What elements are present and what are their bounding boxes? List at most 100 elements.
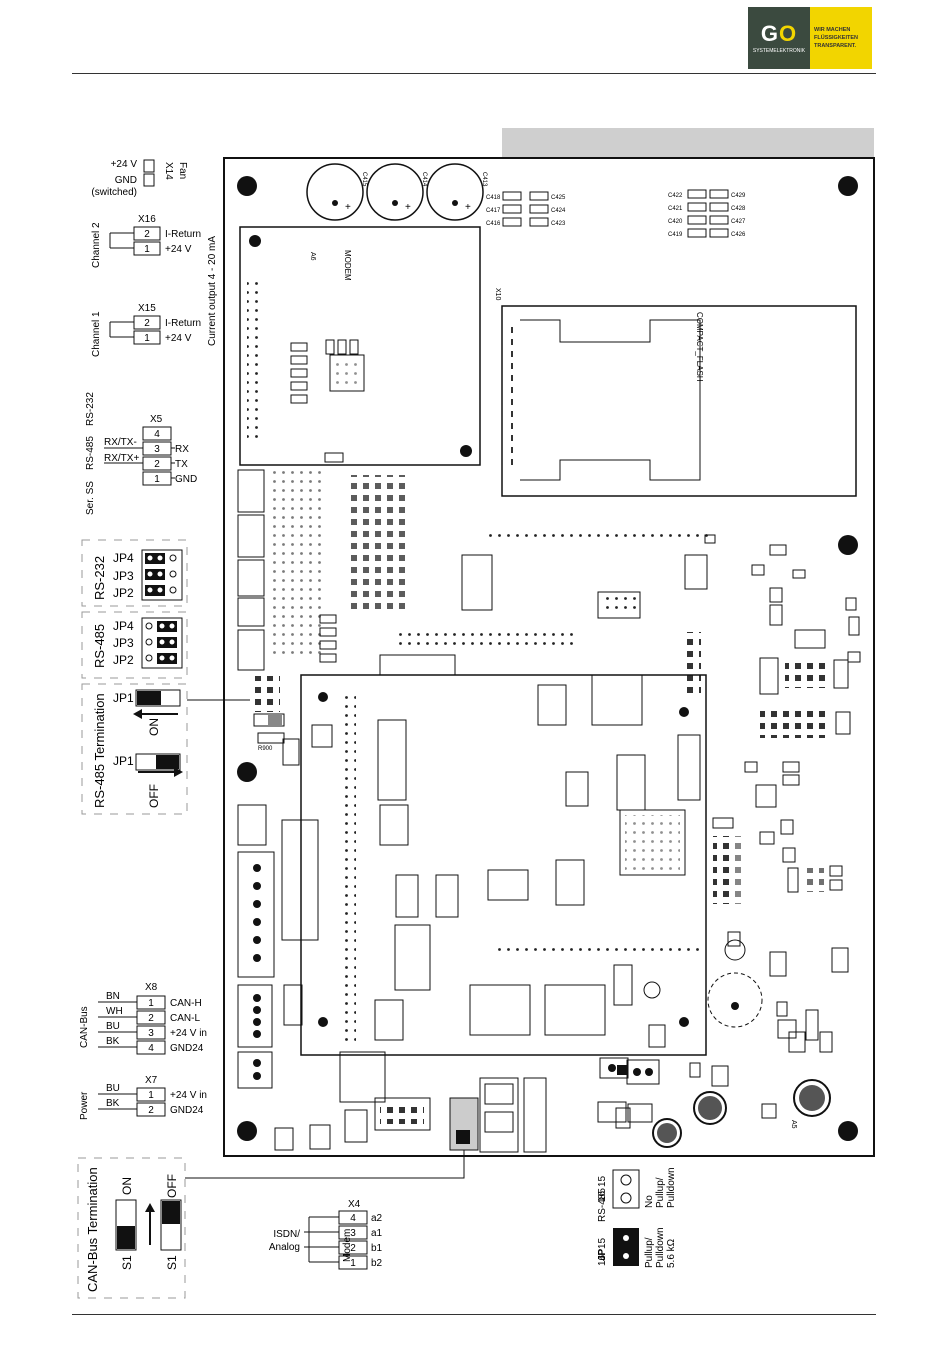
x8-pin2: 2 <box>148 1013 154 1024</box>
rs485-title: RS-485 <box>92 624 107 668</box>
center-pad-cluster <box>319 475 710 696</box>
x8-wire-bu: BU <box>106 1021 120 1032</box>
jp2-label-485: JP2 <box>113 653 134 667</box>
fan-plus24: +24 V <box>111 159 138 170</box>
jp2-label-232: JP2 <box>113 586 134 600</box>
x8-canl: CAN-L <box>170 1013 200 1024</box>
capacitor-c414: + <box>366 163 424 221</box>
x4-a2: a2 <box>371 1213 383 1224</box>
channel-1-label: Channel 1 <box>91 311 102 357</box>
jumper-rs232-legend: RS-232 JP4 JP3 JP2 <box>81 539 188 607</box>
logo-mark: GO SYSTEMELEKTRONIK <box>748 7 810 69</box>
rs232-side-label: RS-232 <box>85 392 96 426</box>
x4-b2: b2 <box>371 1258 383 1269</box>
cap-c423: C423 <box>551 221 566 227</box>
jp15-rs485-label: RS-485 <box>597 1188 608 1222</box>
jp15-pin15-bottom: 15 <box>597 1237 608 1249</box>
pcb-outline <box>223 157 875 1157</box>
x7-label: X7 <box>145 1075 158 1086</box>
x7-24vin: +24 V in <box>170 1090 207 1101</box>
cap-c421: C421 <box>668 206 683 212</box>
fan-label: Fan <box>177 162 188 179</box>
rs232-title: RS-232 <box>92 556 107 600</box>
mounting-hole <box>237 1121 257 1141</box>
term-off-label: OFF <box>147 784 161 808</box>
x8-wire-wh: WH <box>106 1006 123 1017</box>
x16-label: X16 <box>138 214 156 225</box>
x8-gnd24: GND24 <box>170 1043 204 1054</box>
x5-pin2: 2 <box>154 459 160 470</box>
fan-x14: X14 <box>163 162 174 180</box>
x8-wire-bn: BN <box>106 991 120 1002</box>
rs485-term-title: RS-485 Termination <box>92 693 107 808</box>
canbus-termination-legend: CAN-Bus Termination ON OFF S1 S1 <box>77 1150 465 1299</box>
modem-x4-legend: X4 4 3 2 1 a2 a1 b1 b2 ISDN/ Analog Mode… <box>269 1199 383 1270</box>
can-term-s1-off: S1 <box>165 1255 179 1270</box>
svg-text:+: + <box>405 202 411 213</box>
x5-pin1: 1 <box>154 474 160 485</box>
pull-2: Pulldown <box>655 1227 666 1268</box>
x15-sig-ireturn: I-Return <box>165 318 201 329</box>
x15-label: X15 <box>138 303 156 314</box>
cap-c427: C427 <box>731 219 746 225</box>
x5-gnd: GND <box>175 474 197 485</box>
x8-label: X8 <box>145 982 158 993</box>
cap-label-c414: C414 <box>421 172 427 187</box>
cf-label: COMPACT_FLASH <box>695 312 704 382</box>
x5-label: X5 <box>150 414 163 425</box>
pull-3: 5.6 kΩ <box>666 1238 677 1268</box>
ser-ss-label: Ser. SS <box>85 481 96 515</box>
can-term-title: CAN-Bus Termination <box>85 1167 100 1292</box>
logo-slogan-3: TRANSPARENT. <box>814 43 857 49</box>
x4-b1: b1 <box>371 1243 383 1254</box>
x4-pin2: 2 <box>350 1243 356 1254</box>
x16-pin2: 2 <box>144 229 150 240</box>
cap-pads-top-left: C418 C417 C416 C425 C424 C423 <box>486 191 566 227</box>
x5-tx: TX <box>175 459 188 470</box>
can-term-on-label: ON <box>120 1177 134 1195</box>
x5-rx: RX <box>175 444 189 455</box>
cap-label-c413: C413 <box>481 172 487 187</box>
cap-c416: C416 <box>486 221 501 227</box>
x5-pin4: 4 <box>154 429 160 440</box>
current-output-legend: Current output 4 - 20 mA Channel 2 X16 2… <box>91 214 218 357</box>
pull-1: Pullup/ <box>644 1237 655 1268</box>
logo-slogan-1: WIR MACHEN <box>814 27 851 33</box>
x8-24vin: +24 V in <box>170 1028 207 1039</box>
logo-sub: SYSTEMELEKTRONIK <box>752 47 806 54</box>
x5-rxtx-minus: RX/TX- <box>104 437 137 448</box>
x16-sig-ireturn: I-Return <box>165 229 201 240</box>
x4-a1: a1 <box>371 1228 383 1239</box>
x8-pin3: 3 <box>148 1028 154 1039</box>
jp15-pin15-top: 15 <box>597 1175 608 1187</box>
cap-c420: C420 <box>668 219 683 225</box>
x4-legend-label: X4 <box>348 1199 361 1210</box>
x7-gnd24: GND24 <box>170 1105 204 1116</box>
x4-pin4: 4 <box>350 1213 356 1224</box>
gray-title-bar <box>502 128 874 158</box>
x7-pin2: 2 <box>148 1105 154 1116</box>
fan-gnd: GND <box>115 175 137 186</box>
jp4-label-232: JP4 <box>113 551 134 565</box>
capacitor-c415: + <box>306 163 364 221</box>
cap-c428: C428 <box>731 206 746 212</box>
cap-c418: C418 <box>486 195 501 201</box>
x16-pin1: 1 <box>144 244 150 255</box>
jp4-label-485: JP4 <box>113 619 134 633</box>
cap-c422: C422 <box>668 193 683 199</box>
can-x8-legend: CAN-Bus X8 1 2 3 4 BN WH BU BK CAN-H CAN… <box>79 982 207 1055</box>
x8-canh: CAN-H <box>170 998 202 1009</box>
x15-pin1: 1 <box>144 333 150 344</box>
mounting-hole <box>838 176 858 196</box>
current-output-label: Current output 4 - 20 mA <box>207 236 218 346</box>
jp15-jp16-legend: 15 RS-485 JP 15 16 16 No Pullup/ Pulldow… <box>597 1167 677 1268</box>
left-bottom-connectors <box>237 804 319 1089</box>
mounting-hole <box>237 762 257 782</box>
x7-pin1: 1 <box>148 1090 154 1101</box>
analog-label: Analog <box>269 1242 300 1253</box>
mounting-hole <box>237 176 257 196</box>
modem-a6-label: A6 <box>309 252 316 261</box>
go-systemelektronik-logo: GO SYSTEMELEKTRONIK WIR MACHEN FLÜSSIGKE… <box>748 7 872 69</box>
capacitor-c413: + <box>426 163 484 221</box>
